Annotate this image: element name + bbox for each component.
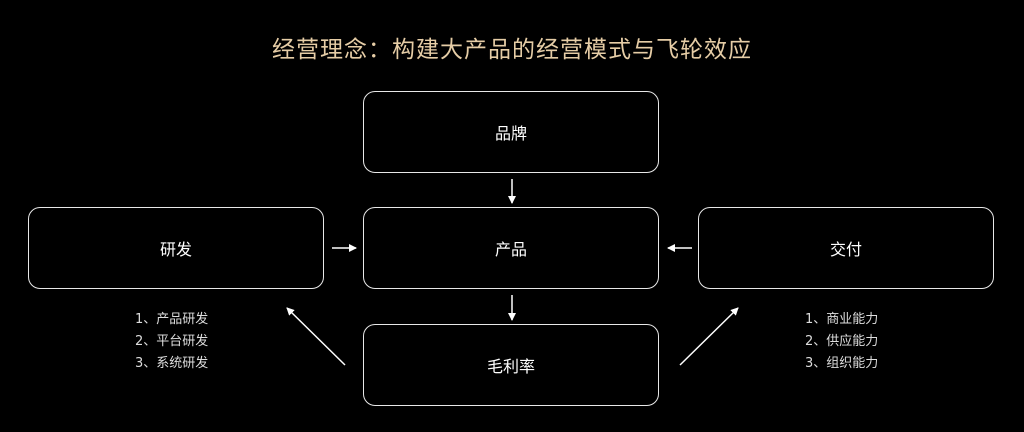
rnd-item: 1、产品研发 bbox=[135, 312, 209, 327]
arrow-margin-to-rnd bbox=[286, 307, 346, 366]
node-brand-label: 品牌 bbox=[494, 124, 527, 143]
delivery-item: 2、供应能力 bbox=[805, 334, 879, 349]
node-product: 产品 bbox=[363, 207, 659, 289]
delivery-list: 1、商业能力 2、供应能力 3、组织能力 bbox=[805, 309, 878, 375]
node-rnd-label: 研发 bbox=[159, 240, 192, 259]
diagram-title: 经营理念：构建大产品的经营模式与飞轮效应 bbox=[272, 37, 752, 63]
node-delivery: 交付 bbox=[698, 207, 994, 289]
arrow-margin-to-delivery bbox=[679, 307, 739, 366]
rnd-item: 3、系统研发 bbox=[135, 356, 209, 371]
rnd-list: 1、产品研发 2、平台研发 3、系统研发 bbox=[135, 309, 208, 375]
rnd-item: 2、平台研发 bbox=[135, 334, 209, 349]
node-rnd: 研发 bbox=[28, 207, 324, 289]
node-product-label: 产品 bbox=[494, 240, 527, 259]
node-margin: 毛利率 bbox=[363, 324, 659, 406]
node-brand: 品牌 bbox=[363, 91, 659, 173]
delivery-item: 1、商业能力 bbox=[805, 312, 879, 327]
node-delivery-label: 交付 bbox=[829, 240, 862, 259]
node-margin-label: 毛利率 bbox=[486, 357, 535, 376]
delivery-item: 3、组织能力 bbox=[805, 356, 879, 371]
